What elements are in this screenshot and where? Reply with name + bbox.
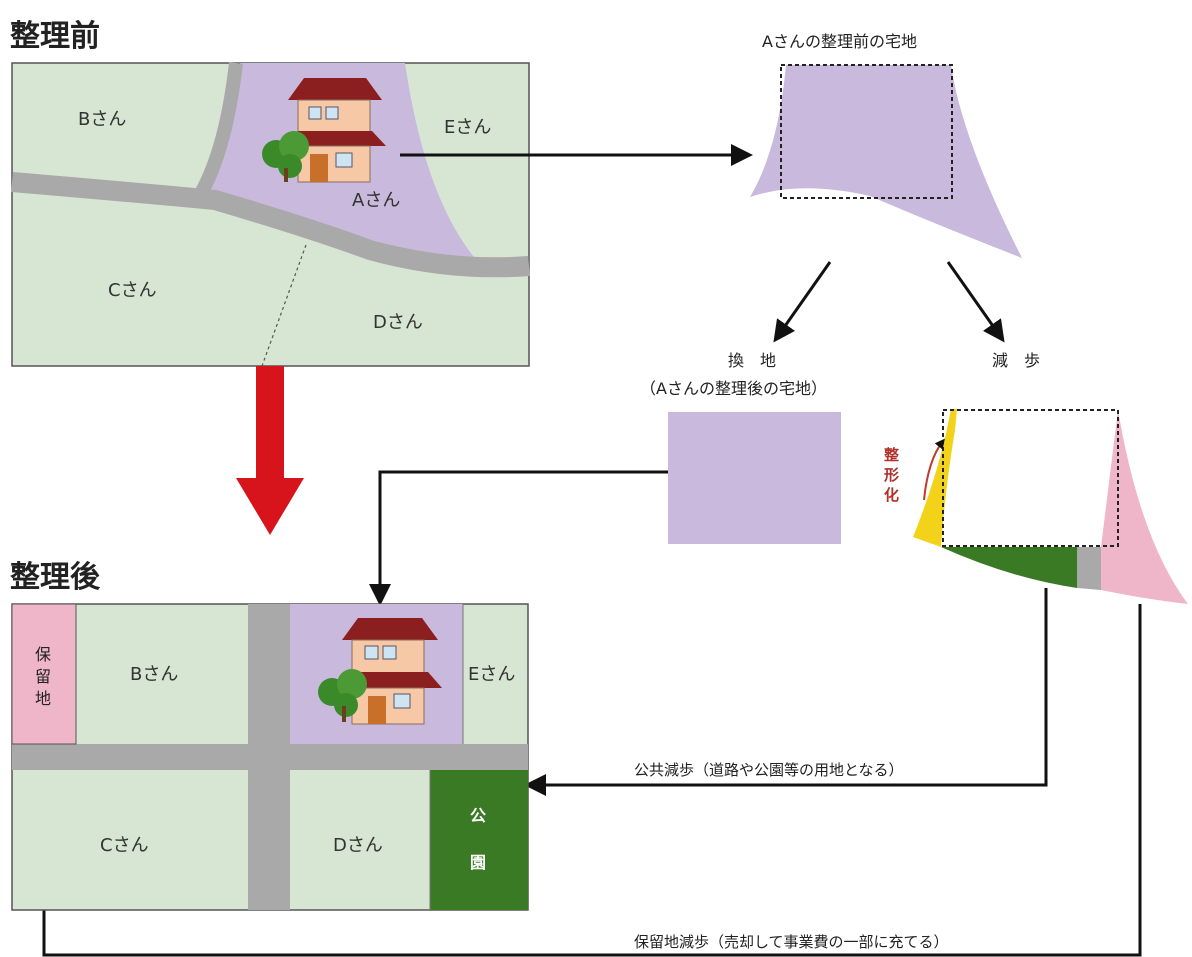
exchange-label: 換 地 [728,351,776,370]
before-plot-a-label: Aさん [352,190,400,211]
after-house-icon [340,618,442,725]
before-title: 整理前 [10,19,100,54]
after-plot-d-label: Dさん [333,835,383,856]
before-plot-d-label: Dさん [373,312,423,333]
exchange-sublabel: （Aさんの整理後の宅地） [640,379,827,398]
a-lot-before-shape [750,65,1022,258]
arrow-to-reduction [946,261,1005,343]
before-plot-c-label: Cさん [108,280,157,301]
reshape-curved-arrow [923,438,945,501]
park-char-2: 園 [470,853,486,872]
reserved-reduction-text: 保留地減歩（売却して事業費の一部に充てる） [634,933,949,951]
after-park [430,770,528,910]
before-plot-b-label: Bさん [78,109,126,130]
reshape-char-1: 整 [884,446,899,464]
arrow-public-reduction [524,588,1048,796]
before-road-main [11,172,530,278]
before-house-icon [288,78,386,183]
after-reserved-land [11,603,77,745]
reduction-label: 減 歩 [992,351,1040,370]
after-tree-icon [318,669,367,722]
reserved-land-char-1: 保 [35,645,51,664]
before-map: Bさん Eさん Aさん Cさん Dさん [11,62,530,367]
big-down-arrow [236,366,304,535]
reshape-char-2: 形 [884,466,899,484]
before-tree-icon [262,131,309,182]
reshape-char-3: 化 [884,486,899,504]
reduction-outline [942,409,1119,547]
park-char-1: 公 [470,806,486,825]
reserved-land-char-2: 留 [35,667,51,686]
public-reduction-green [941,547,1077,588]
exchanged-lot [668,412,841,544]
after-plot-e-label: Eさん [468,664,515,685]
public-reduction-text: 公共減歩（道路や公園等の用地となる） [634,761,904,779]
reserved-land-char-3: 地 [35,689,51,708]
after-plot-b-label: Bさん [130,664,178,685]
after-map: 保 留 地 Bさん Eさん Cさん Dさん 公 園 [11,603,529,911]
arrow-to-exchange [773,261,832,343]
reduction-shape [913,409,1188,604]
after-road-vertical [248,604,290,910]
reserved-reduction-pink [1101,410,1188,604]
a-lot-before-label: Aさんの整理前の宅地 [762,32,917,51]
arrow-exchange-to-after [369,470,668,606]
before-plot-e-label: Eさん [444,117,491,138]
after-plot-c-label: Cさん [100,835,149,856]
a-lot-before-outline [780,64,953,199]
public-reduction-road [1077,547,1101,590]
before-road-branch [193,62,243,199]
after-title: 整理後 [10,560,101,595]
reshape-yellow-area [913,409,957,547]
